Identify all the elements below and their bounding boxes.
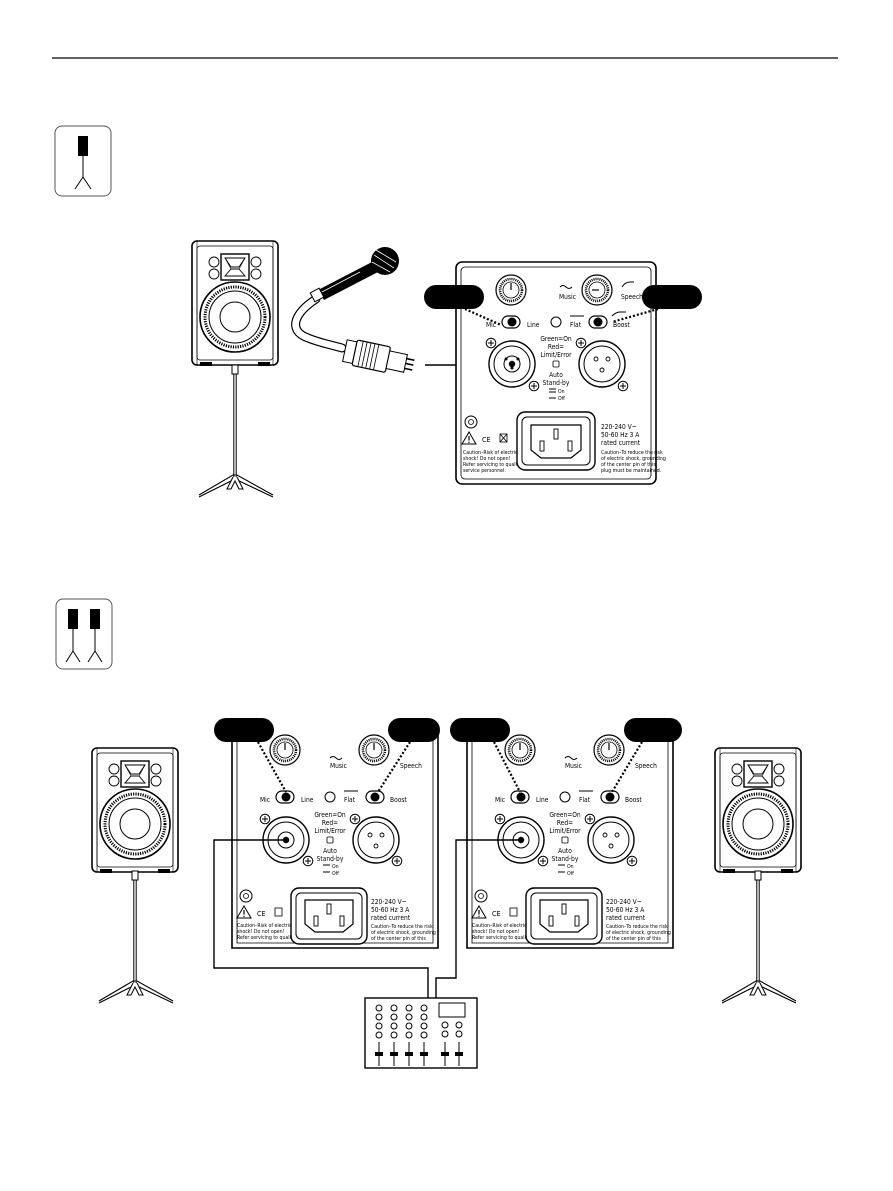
ce-mark: CE: [492, 909, 501, 918]
standby-label: Stand-by: [317, 855, 344, 863]
caution-right-3: of the center pin of this: [606, 936, 661, 942]
standby-on-label: On: [558, 389, 565, 395]
power-spec-1: 220-240 V~: [371, 898, 407, 906]
line-label: Line: [527, 321, 540, 329]
rear-panel-3: Music Speech Mic Line Flat Boost: [466, 728, 674, 949]
boost-label: Boost: [613, 321, 630, 329]
caution-left-4: service personnel.: [463, 468, 506, 474]
auto-label: Auto: [323, 847, 337, 855]
caution-right-1: Caution–To reduce the risk: [371, 924, 433, 930]
tone-music-label: Music: [559, 293, 576, 301]
led-green-label: Green=On: [549, 811, 581, 819]
rear-panel-2: Music Speech Mic Line Flat Boost: [231, 728, 439, 949]
speaker-front-left: [190, 239, 280, 498]
standby-off-label: Off: [332, 871, 340, 877]
rear-panel-1: Music Speech Mic Line Flat Boost Green=O…: [455, 261, 666, 485]
flat-label: Flat: [570, 321, 582, 329]
standby-label: Stand-by: [552, 855, 579, 863]
standby-off-label: Off: [567, 871, 575, 877]
power-spec-2: 50-60 Hz 3 A: [606, 906, 645, 914]
led-limit-label: Limit/Error: [314, 827, 346, 835]
caution-left-3: Refer servicing to qualified: [463, 462, 526, 468]
mic-label: Mic: [260, 796, 270, 804]
caution-right-1: Caution–To reduce the risk: [606, 924, 668, 930]
tone-speech-label: Speech: [635, 762, 657, 770]
line-label: Line: [536, 796, 549, 804]
level-callout-badge-2b: [450, 718, 521, 793]
caution-right-2: of electric shock, grounding: [606, 930, 671, 936]
power-spec-1: 220-240 V~: [606, 898, 642, 906]
tone-music-label: Music: [330, 762, 347, 770]
auto-label: Auto: [549, 371, 563, 379]
led-green-label: Green=On: [314, 811, 346, 819]
standby-off-label: Off: [558, 396, 566, 402]
caution-left-1: Caution–Risk of electric: [472, 923, 527, 929]
standby-on-label: On: [567, 864, 574, 870]
mixer-connection-lines: [213, 839, 520, 1000]
caution-right-2: of electric shock, grounding: [371, 930, 436, 936]
caution-left-2: shock! Do not open!: [472, 929, 520, 935]
power-spec-2: 50-60 Hz 3 A: [371, 906, 410, 914]
tone-callout-badge-2a: [377, 718, 440, 793]
caution-right-2: of electric shock, grounding: [601, 456, 666, 462]
caution-right-3: of the center pin of this: [371, 936, 426, 942]
line-label: Line: [301, 796, 314, 804]
speaker-front-left-2: [90, 746, 180, 1004]
led-red-label: Red=: [548, 343, 564, 351]
led-red-label: Red=: [322, 819, 338, 827]
standby-on-label: On: [332, 864, 339, 870]
caution-left-1: Caution–Risk of electric: [463, 450, 518, 456]
caution-right-3: of the center pin of this: [601, 462, 656, 468]
standby-label: Stand-by: [543, 379, 570, 387]
caution-left-1: Caution–Risk of electric: [237, 923, 292, 929]
ce-mark: CE: [257, 909, 266, 918]
mixer-icon: [364, 997, 478, 1069]
two-speakers-on-stands-icon: [55, 598, 113, 670]
power-spec-3: rated current: [601, 439, 641, 447]
tone-callout-badge-2b: [611, 718, 682, 793]
auto-label: Auto: [558, 847, 572, 855]
caution-right-1: Caution–To reduce the risk: [601, 450, 663, 456]
boost-label: Boost: [625, 796, 642, 804]
led-green-label: Green=On: [540, 335, 572, 343]
speaker-front-right-2: [713, 746, 803, 1004]
caution-left-2: shock! Do not open!: [237, 929, 285, 935]
mic-label: Mic: [486, 321, 496, 329]
level-callout-badge-2a: [214, 718, 287, 793]
single-speaker-on-stand-icon: [54, 125, 112, 197]
tone-callout-badge: [611, 285, 702, 324]
caution-left-2: shock! Do not open!: [463, 456, 511, 462]
mic-label: Mic: [495, 796, 505, 804]
power-spec-3: rated current: [606, 914, 646, 922]
level-callout-badge: [424, 285, 502, 327]
led-limit-label: Limit/Error: [540, 351, 572, 359]
led-limit-label: Limit/Error: [549, 827, 581, 835]
power-spec-1: 220-240 V~: [601, 423, 637, 431]
power-spec-2: 50-60 Hz 3 A: [601, 431, 640, 439]
led-red-label: Red=: [557, 819, 573, 827]
flat-label: Flat: [344, 796, 356, 804]
microphone-icon: [291, 247, 415, 373]
ce-mark: CE: [482, 435, 491, 444]
tone-music-label: Music: [565, 762, 582, 770]
tone-speech-label: Speech: [400, 762, 422, 770]
caution-left-3: Refer servicing to qualified: [472, 935, 535, 941]
caution-left-3: Refer servicing to qualified: [237, 935, 300, 941]
boost-label: Boost: [390, 796, 407, 804]
power-spec-3: rated current: [371, 914, 411, 922]
flat-label: Flat: [579, 796, 591, 804]
caution-right-4: plug must be maintained.: [601, 468, 661, 474]
tone-speech-label: Speech: [621, 293, 643, 301]
